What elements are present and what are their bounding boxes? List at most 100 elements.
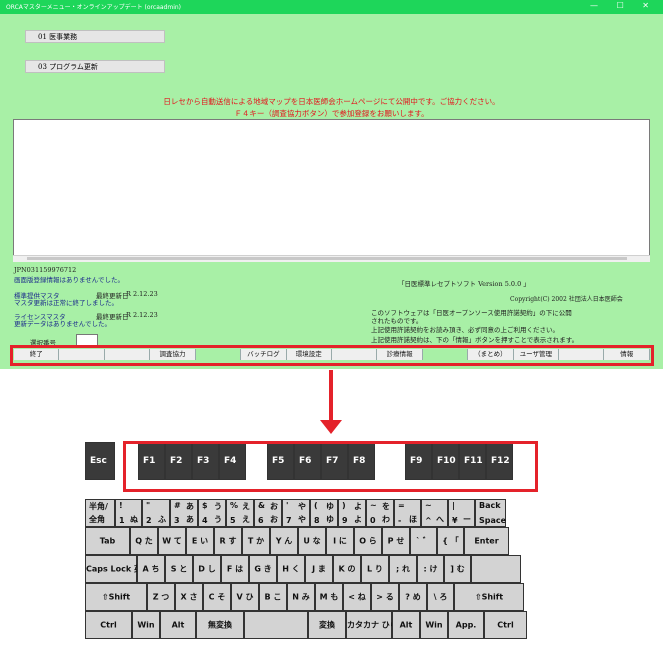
function-key-4[interactable]: 調査協力 <box>150 349 196 360</box>
system-id: JPN031159976712 <box>14 266 77 274</box>
key-row4-12: ⇧Shift <box>454 583 524 611</box>
key-f10: F10 <box>432 442 459 480</box>
about-line-2: されたものです。 <box>371 317 423 325</box>
key-row3-3: D し <box>193 555 221 583</box>
about-line-4: 上記使用許諾契約は、下の「情報」ボタンを押すことで表示されます。 <box>371 336 579 344</box>
key-row4-9: > る <box>371 583 399 611</box>
notice-line-2: Ｆ４キー（調査協力ボタン）で参加登録をお願いします。 <box>234 109 429 118</box>
key-row3-4: F は <box>221 555 249 583</box>
license-updated-label: 最終更新日 <box>96 313 129 321</box>
select-number-label: 選択番号 <box>30 339 56 347</box>
function-bar-highlight <box>10 345 654 366</box>
arrow-down-icon <box>320 420 342 434</box>
key-row4-7: M も <box>315 583 343 611</box>
window-title: ORCAマスターメニュー・オンラインアップデート (orcaadmin) <box>6 4 182 11</box>
key-row2-7: U な <box>298 527 326 555</box>
key-row4-1: Z つ <box>147 583 175 611</box>
key-f5: F5 <box>267 442 294 480</box>
orca-window: ORCAマスターメニュー・オンラインアップデート (orcaadmin) — ☐… <box>0 0 663 369</box>
key-row4-11: \ ろ <box>427 583 454 611</box>
key-row3-1: A ち <box>137 555 165 583</box>
key-row5-1: Win <box>132 611 160 639</box>
install-status: 画面版登録情報はありませんでした。 <box>14 276 124 284</box>
key-row2-4: R す <box>214 527 242 555</box>
function-key-12[interactable]: ユーザ管理 <box>514 349 560 360</box>
key-row3-0: Caps Lock 英数 <box>85 555 150 583</box>
key-row5-4 <box>244 611 308 639</box>
function-key-7[interactable]: 環境設定 <box>287 349 332 360</box>
function-key-2[interactable] <box>59 349 105 360</box>
menu-item-program-update[interactable]: 03 プログラム更新 <box>25 60 165 73</box>
key-row3-7: J ま <box>305 555 333 583</box>
horizontal-scrollbar[interactable] <box>13 255 650 262</box>
key-row5-5: 変換 <box>308 611 346 639</box>
function-key-6[interactable]: バッチログ <box>241 349 287 360</box>
key-row2-2: W て <box>158 527 186 555</box>
key-row4-0: ⇧Shift <box>85 583 147 611</box>
key-row3-10: ; れ <box>389 555 417 583</box>
notice-line-1: 日レセから自動送信による地域マップを日本医師会ホームページにて公開中です。ご協力… <box>163 97 500 106</box>
key-row4-4: V ひ <box>231 583 259 611</box>
license-updated-value: R 2.12.23 <box>126 311 158 319</box>
about-line-3: 上記使用許諾契約をお読み頂き、必ず同意の上ご利用ください。 <box>371 326 560 334</box>
key-row4-8: < ね <box>343 583 371 611</box>
log-textarea[interactable] <box>13 119 650 261</box>
key-row2-6: Y ん <box>270 527 298 555</box>
license-master-label: ライセンスマスタ <box>14 313 66 321</box>
key-row3-8: K の <box>333 555 361 583</box>
about-line-1: このソフトウェアは「日医オープンソース使用許諾契約」の下に公開 <box>371 309 572 317</box>
std-updated-value: R 2.12.23 <box>126 290 158 298</box>
product-name: 「日医標準レセプトソフト Version 5.0.0 」 <box>398 280 530 288</box>
function-key-1[interactable]: 終了 <box>14 349 60 360</box>
key-row5-7: Alt <box>392 611 420 639</box>
function-key-10[interactable] <box>422 349 469 360</box>
key-row4-5: B こ <box>259 583 287 611</box>
key-row5-6: カタカナ ひらがな <box>346 611 414 639</box>
title-bar: ORCAマスターメニュー・オンラインアップデート (orcaadmin) — ☐… <box>0 0 663 14</box>
key-row1-12: ~^へ <box>421 499 448 527</box>
key-row2-5: T か <box>242 527 270 555</box>
key-row2-8: I に <box>326 527 354 555</box>
window-controls[interactable]: — ☐ ✕ <box>590 1 657 10</box>
menu-item-iji[interactable]: 01 医事業務 <box>25 30 165 43</box>
key-row1-0: 半角/全角 <box>85 499 115 527</box>
function-key-13[interactable] <box>559 349 605 360</box>
key-row2-9: O ら <box>354 527 382 555</box>
function-key-8[interactable] <box>332 349 378 360</box>
arrow-shaft <box>329 370 333 422</box>
copyright: Copyright(C) 2002 社団法人日本医師会 <box>510 296 623 303</box>
key-row2-1: Q た <box>130 527 158 555</box>
key-f9: F9 <box>405 442 432 480</box>
key-f3: F3 <box>192 442 219 480</box>
function-key-5[interactable] <box>195 349 242 360</box>
key-row4-3: C そ <box>203 583 231 611</box>
function-key-9[interactable]: 診療情報 <box>377 349 423 360</box>
function-key-14[interactable]: 情報 <box>604 349 650 360</box>
std-master-result: マスタ更新は正常に終了しました。 <box>14 299 118 307</box>
key-row2-13: Enter <box>464 527 509 555</box>
key-row2-0: Tab <box>85 527 130 555</box>
key-row3-enter-tail <box>471 555 521 583</box>
key-row2-10: P せ <box>382 527 410 555</box>
key-row1-11: =-ほ <box>394 499 421 527</box>
key-row3-9: L り <box>361 555 389 583</box>
key-row3-12: ] む <box>444 555 471 583</box>
key-row5-3: 無変換 <box>196 611 244 639</box>
key-esc: Esc <box>85 442 115 480</box>
function-key-11[interactable]: （まとめ） <box>468 349 514 360</box>
key-row3-5: G き <box>249 555 277 583</box>
function-key-3[interactable] <box>105 349 151 360</box>
key-f8: F8 <box>348 442 375 480</box>
key-row5-2: Alt <box>160 611 196 639</box>
